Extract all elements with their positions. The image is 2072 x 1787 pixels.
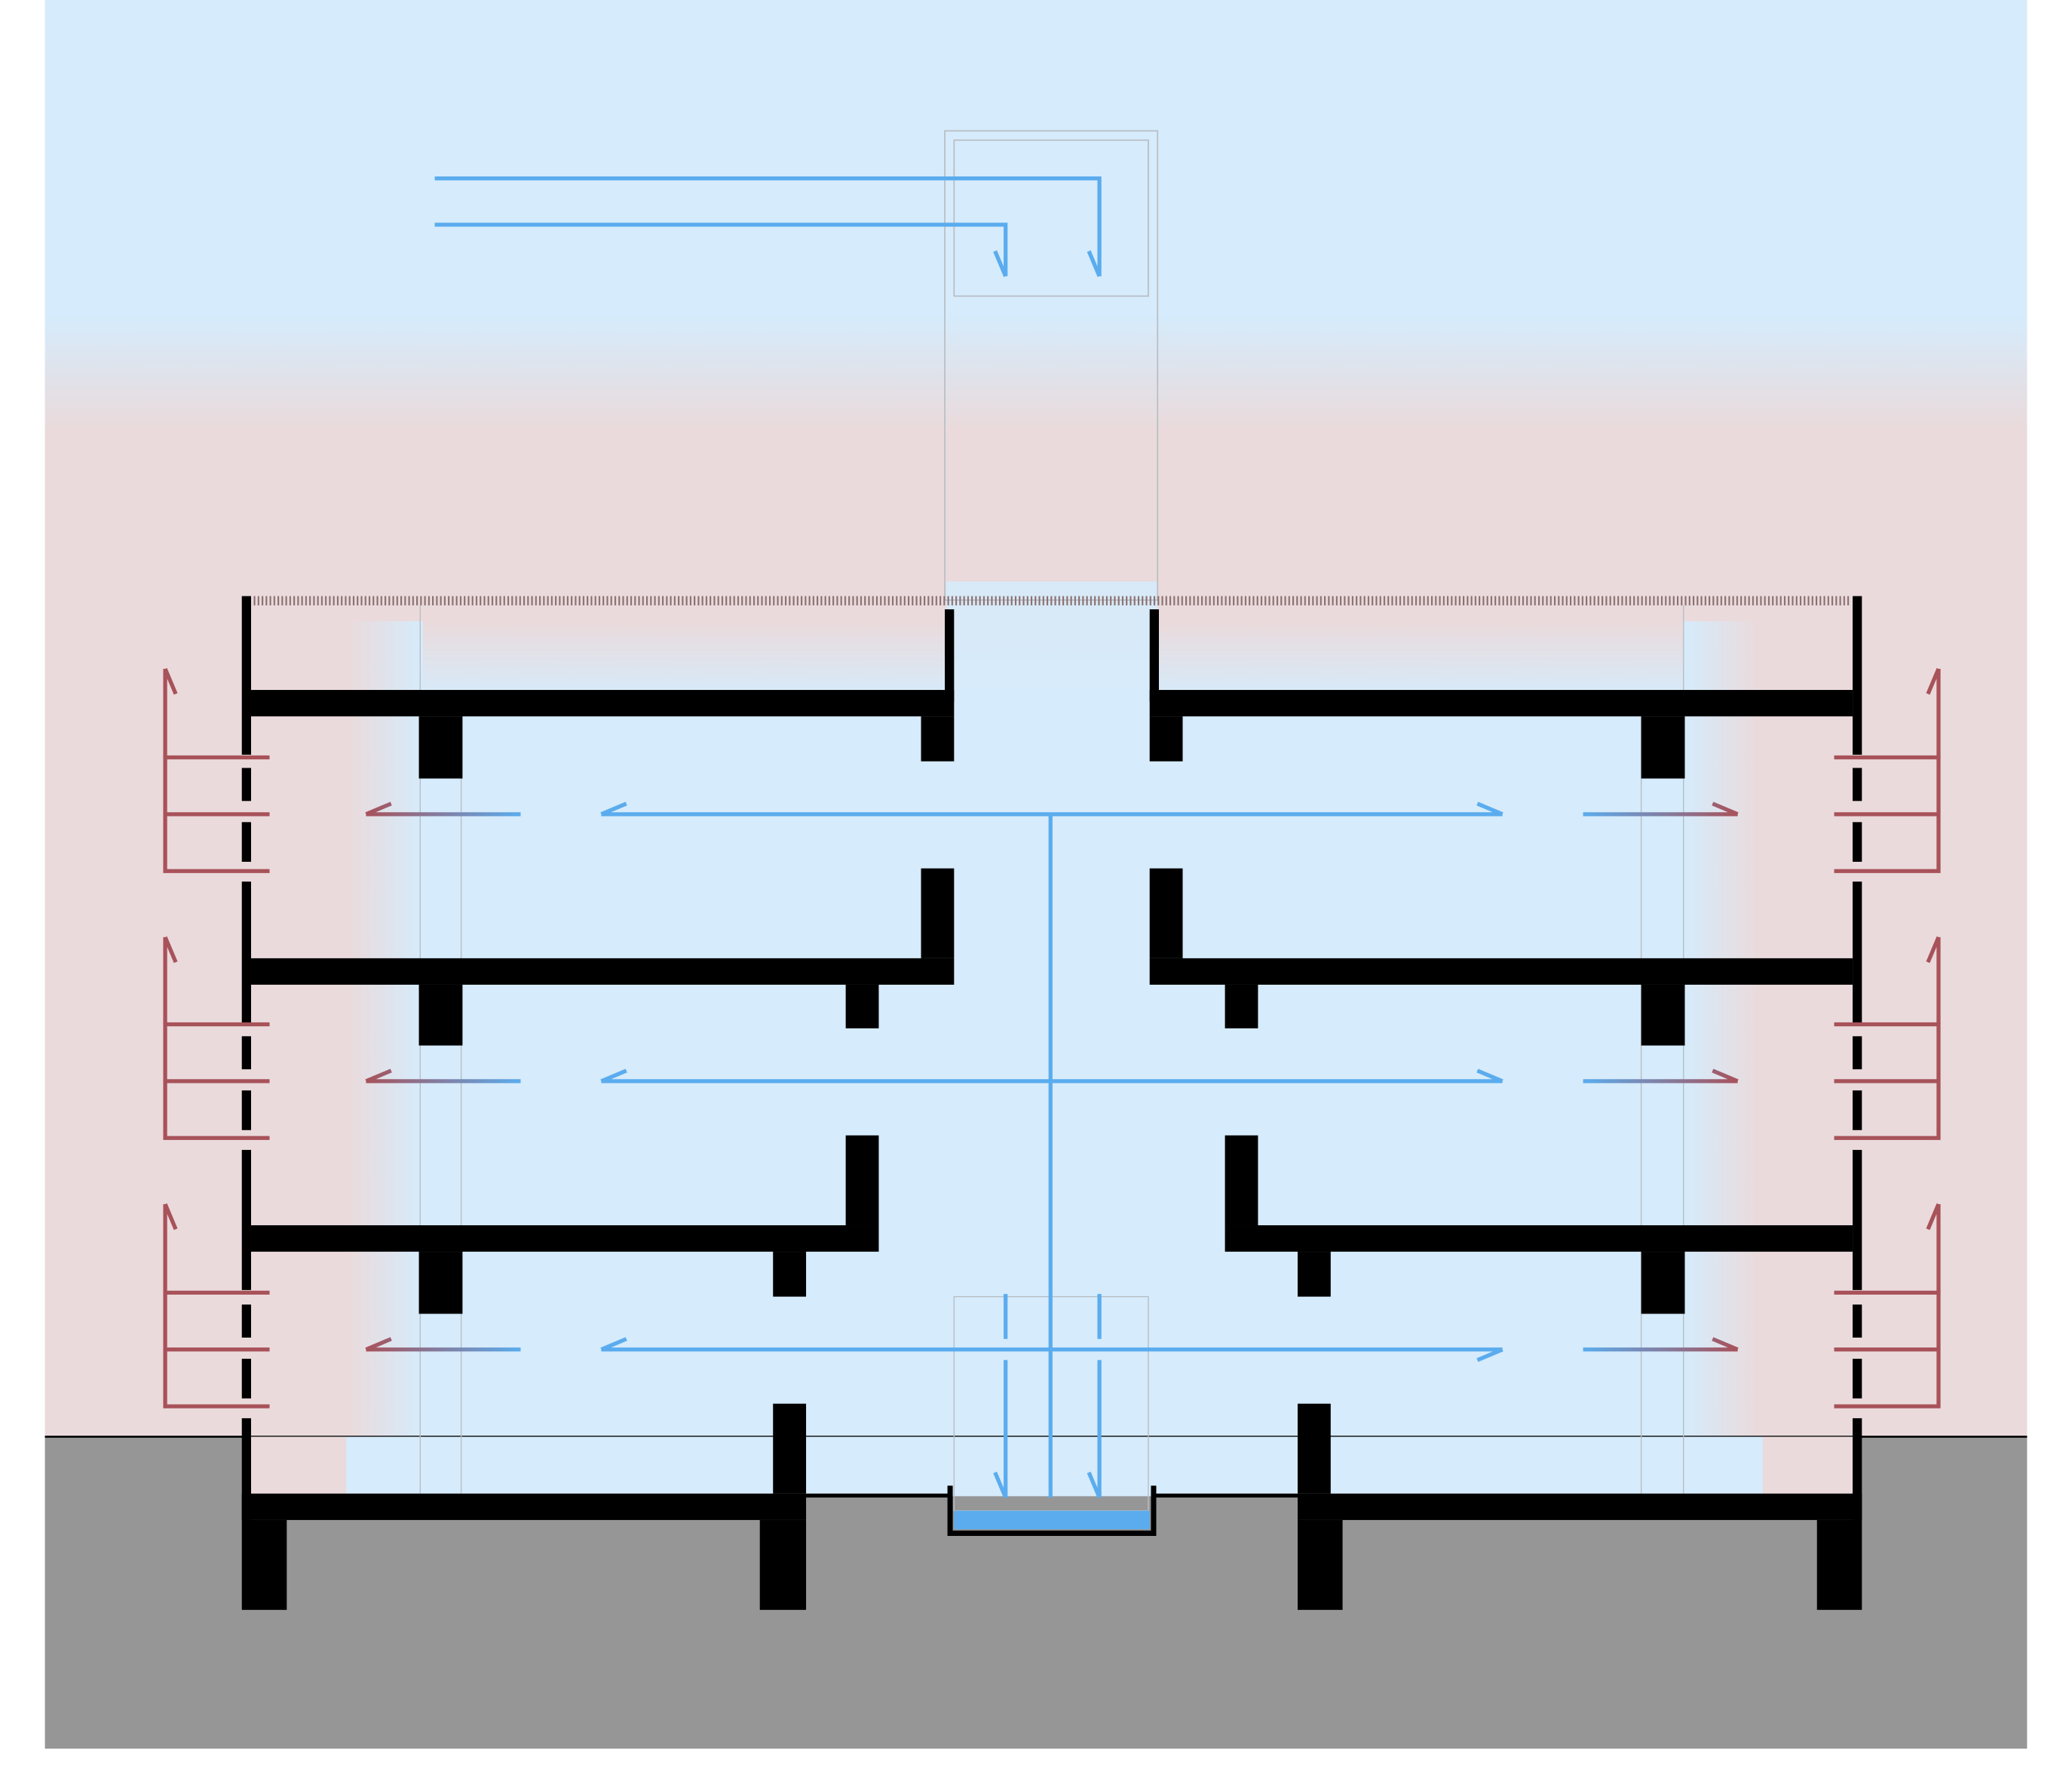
roof-hatch	[253, 596, 1850, 605]
arrow-icon	[600, 1337, 1503, 1362]
footing	[1298, 1519, 1343, 1611]
arrow-icon	[365, 1068, 521, 1084]
water	[954, 1510, 1150, 1530]
arrow-icon	[1583, 1337, 1739, 1352]
slab-level-2-left	[250, 958, 955, 985]
warm-exhaust-louvers	[163, 667, 1941, 1408]
arrow-icon	[434, 176, 1102, 277]
footing	[241, 1519, 287, 1611]
roof-slab-left	[250, 690, 955, 717]
arrow-icon	[1583, 1068, 1739, 1084]
arrow-icon	[434, 222, 1008, 277]
arrow-icon	[1087, 1294, 1102, 1499]
cool-air-distribution	[600, 802, 1503, 1362]
interior-cool-zone	[346, 581, 1761, 1497]
footing	[1816, 1519, 1862, 1611]
louver-icon	[1834, 936, 1941, 1140]
louver-icon	[163, 667, 270, 873]
louver-icon	[163, 1203, 270, 1408]
arrow-icon	[993, 1294, 1008, 1499]
slab-level-1-right	[1225, 1225, 1853, 1252]
arrow-icon	[365, 802, 521, 817]
arrow-icon	[600, 802, 1503, 817]
left-outer-wall	[241, 596, 251, 755]
water-basin	[947, 1485, 1157, 1536]
footing	[759, 1519, 807, 1611]
louver-icon	[1834, 667, 1941, 873]
slab-level-1-left	[250, 1225, 879, 1252]
cool-air-shaft	[993, 814, 1102, 1499]
louver-icon	[163, 936, 270, 1140]
interior-ground-floor	[250, 1436, 1859, 1497]
slab-ground-right	[1298, 1493, 1862, 1520]
slab-level-2-right	[1149, 958, 1853, 985]
louver-icon	[1834, 1203, 1941, 1408]
roof-slab-right	[1149, 690, 1853, 717]
arrow-icon	[600, 1068, 1503, 1084]
arrow-icon	[365, 1337, 521, 1352]
slab-ground-left	[241, 1493, 807, 1520]
arrow-icon	[1583, 802, 1739, 817]
building-structure	[241, 596, 1862, 1611]
warm-outflow-arrows	[365, 802, 1739, 1352]
right-outer-wall	[1853, 596, 1862, 755]
cool-air-intake-arrows	[434, 176, 1102, 277]
